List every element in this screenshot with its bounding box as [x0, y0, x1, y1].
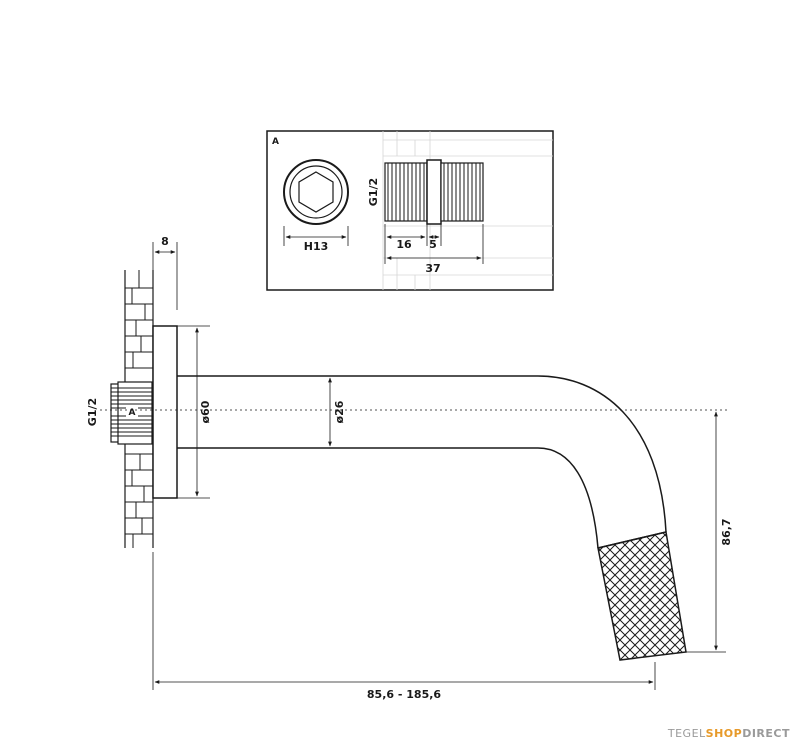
- brand-part-1: TEGEL: [667, 727, 706, 740]
- diameter-26-group: ø26: [328, 377, 346, 447]
- detail-a-panel: A H13: [266, 130, 554, 291]
- height-dimension-group: 86,7: [686, 411, 733, 653]
- brand-part-2: SHOP: [705, 727, 743, 740]
- hex-dimension-label: H13: [304, 240, 329, 253]
- detail-thread-label: G1/2: [367, 178, 380, 206]
- knurled-tip: [597, 531, 687, 661]
- dimension-8-group: 8: [152, 235, 178, 310]
- hex-socket-view: H13: [283, 159, 349, 253]
- brand-part-3: DIRECT: [742, 727, 790, 740]
- dimension-16: 16: [396, 238, 412, 251]
- spout-body: [177, 375, 667, 549]
- detail-marker: A: [272, 137, 279, 147]
- diameter-60: ø60: [199, 400, 212, 423]
- brand-logo: TEGELSHOPDIRECT: [668, 727, 790, 740]
- dimension-5: 5: [429, 238, 437, 251]
- main-marker: A: [129, 408, 136, 418]
- dimension-37: 37: [425, 262, 440, 275]
- rosette: ø60: [152, 325, 212, 499]
- length-dimension-group: 85,6 - 185,6: [152, 552, 656, 701]
- length-dimension: 85,6 - 185,6: [367, 688, 442, 701]
- main-thread-label: G1/2: [86, 398, 99, 426]
- dimension-8: 8: [161, 235, 169, 248]
- height-dimension: 86,7: [720, 518, 733, 545]
- wall-thread-insert: A G1/2: [86, 381, 156, 445]
- threaded-nipple-view: G1/2 16 5 37: [367, 159, 484, 275]
- diameter-26: ø26: [333, 400, 346, 423]
